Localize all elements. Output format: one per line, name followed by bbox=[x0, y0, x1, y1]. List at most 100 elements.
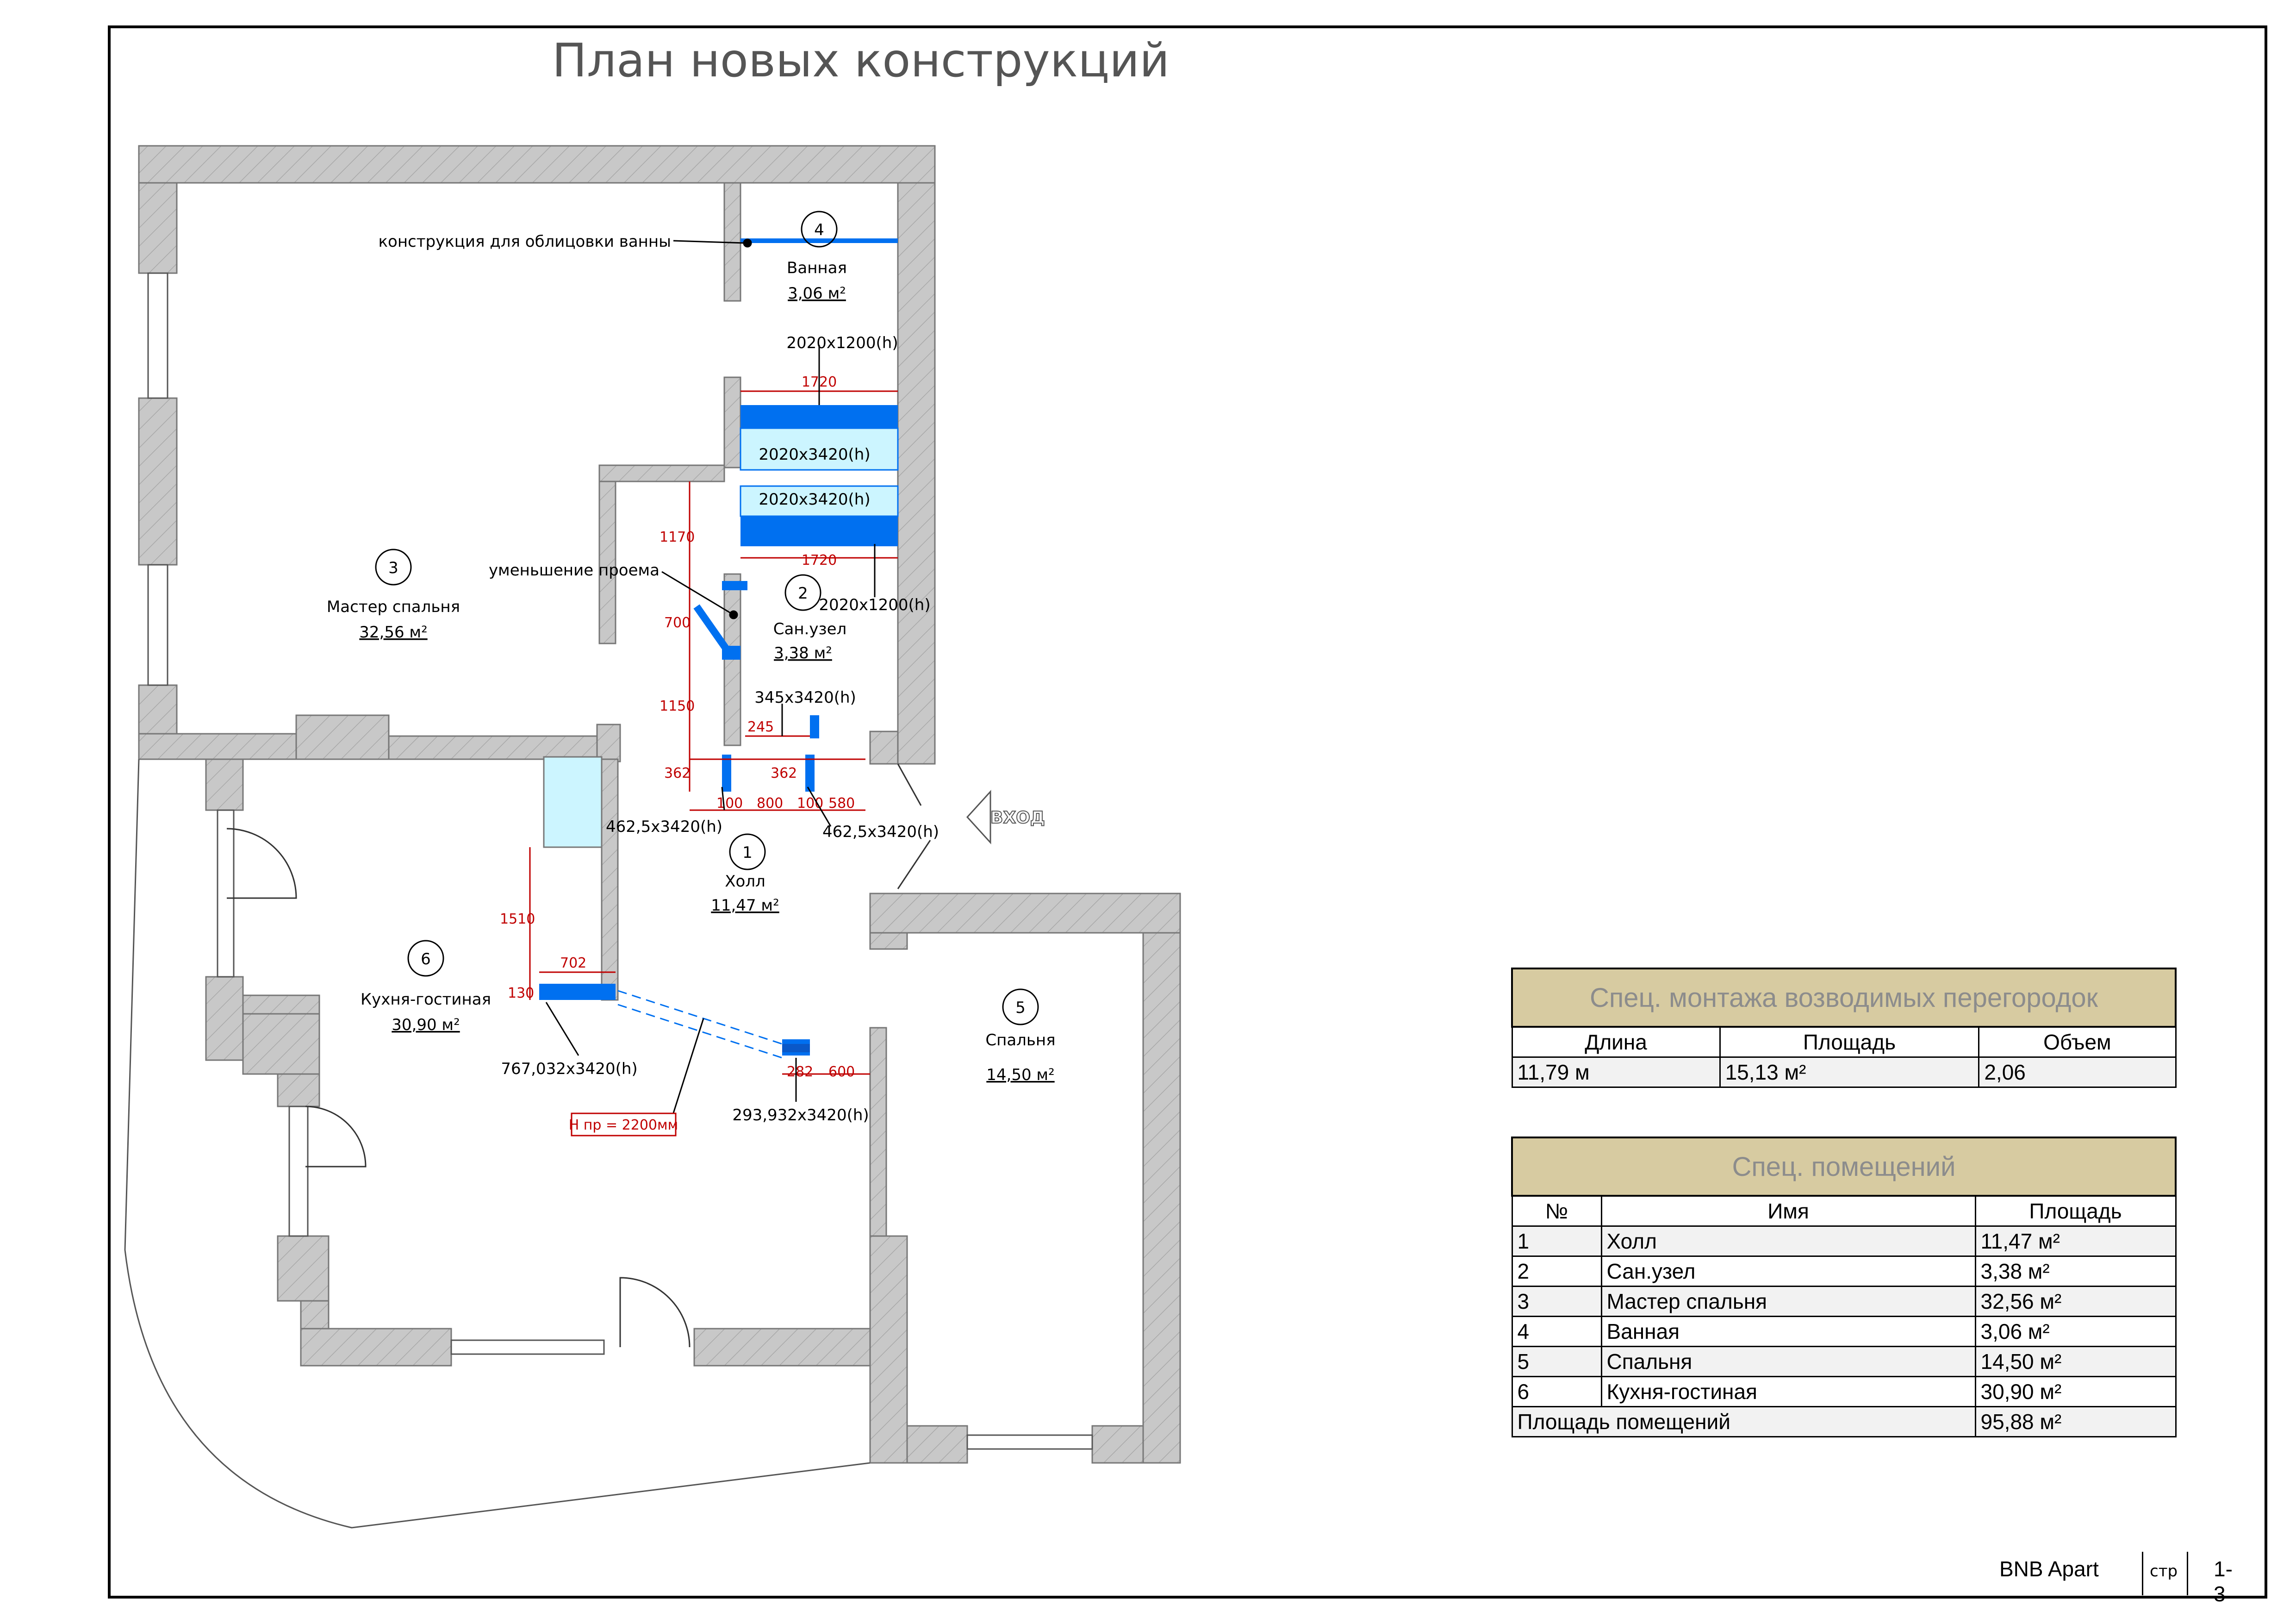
project-name: BNB Apart bbox=[1999, 1557, 2099, 1581]
entrance-arrow-icon bbox=[966, 790, 991, 844]
opening-height-label: Н пр = 2200мм bbox=[569, 1117, 678, 1133]
table-row: 1 Холл 11,47 м² bbox=[1511, 1225, 2177, 1257]
room-3-num: 3 bbox=[388, 559, 398, 577]
room-tags bbox=[375, 211, 1039, 1025]
room-6-area: 30,90 м² bbox=[392, 1016, 460, 1034]
dim-800: 800 bbox=[757, 795, 783, 812]
row-number: 5 bbox=[1511, 1346, 1602, 1377]
sheet-number: 1-3 bbox=[2214, 1557, 2233, 1606]
windows bbox=[147, 272, 1093, 1450]
col-volume: Объем bbox=[1978, 1026, 2177, 1058]
row-name: Спальня bbox=[1600, 1346, 1976, 1377]
row-number: 2 bbox=[1511, 1255, 1602, 1287]
dim-100-left: 100 bbox=[716, 795, 743, 812]
partition-label-6: 462,5x3420(h) bbox=[606, 818, 722, 836]
partition-label-5: 345x3420(h) bbox=[754, 688, 856, 707]
row-area: 11,47 м² bbox=[1974, 1225, 2177, 1257]
room-4-area: 3,06 м² bbox=[788, 284, 846, 303]
row-name: Ванная bbox=[1600, 1316, 1976, 1347]
room-3-area: 32,56 м² bbox=[359, 623, 427, 642]
dim-245: 245 bbox=[747, 719, 774, 735]
partition-label-9: 293,932x3420(h) bbox=[732, 1106, 869, 1124]
new-partitions bbox=[539, 238, 899, 1059]
col-name: Имя bbox=[1600, 1195, 1976, 1227]
row-name: Холл bbox=[1600, 1225, 1976, 1257]
room-5-name: Спальня bbox=[985, 1031, 1055, 1049]
partition-label-7: 462,5x3420(h) bbox=[822, 823, 939, 841]
partition-label-8: 767,032x3420(h) bbox=[501, 1060, 637, 1078]
table-row: 2 Сан.узел 3,38 м² bbox=[1511, 1255, 2177, 1287]
dim-702: 702 bbox=[560, 955, 586, 971]
label-opening-reduction: уменьшение проема bbox=[489, 561, 660, 580]
room-6-num: 6 bbox=[421, 950, 431, 968]
row-name: Кухня-гостиная bbox=[1600, 1376, 1976, 1407]
room-2-num: 2 bbox=[798, 584, 808, 603]
dim-1170: 1170 bbox=[660, 529, 695, 545]
room-6-name: Кухня-гостиная bbox=[361, 990, 491, 1009]
page-title: План новых конструкций bbox=[552, 33, 1170, 87]
table-row: 3 Мастер спальня 32,56 м² bbox=[1511, 1286, 2177, 1317]
value-length: 11,79 м bbox=[1511, 1056, 1721, 1088]
dim-362-right: 362 bbox=[771, 765, 797, 781]
partition-label-3: 2020x3420(h) bbox=[759, 490, 870, 509]
dim-100-right: 100 bbox=[797, 795, 823, 812]
row-name: Мастер спальня bbox=[1600, 1286, 1976, 1317]
room-3-name: Мастер спальня bbox=[327, 598, 460, 616]
leader-lines bbox=[545, 238, 876, 1121]
partitions-spec-table: Спец. монтажа возводимых перегородок Дли… bbox=[1511, 968, 2177, 1088]
col-area: Площадь bbox=[1719, 1026, 1980, 1058]
table-row: 4 Ванная 3,06 м² bbox=[1511, 1316, 2177, 1347]
dim-600: 600 bbox=[828, 1064, 855, 1080]
row-area: 30,90 м² bbox=[1974, 1376, 2177, 1407]
room-2-name: Сан.узел bbox=[773, 620, 846, 638]
dim-130: 130 bbox=[508, 985, 534, 1001]
opening-height-box bbox=[571, 1112, 677, 1137]
row-area: 3,06 м² bbox=[1974, 1316, 2177, 1347]
doors bbox=[226, 763, 931, 1348]
room-2-area: 3,38 м² bbox=[774, 644, 832, 662]
rooms-spec-table: Спец. помещений № Имя Площадь 1 Холл 11,… bbox=[1511, 1137, 2177, 1437]
dim-362-left: 362 bbox=[664, 765, 691, 781]
row-number: 4 bbox=[1511, 1316, 1602, 1347]
row-number: 1 bbox=[1511, 1225, 1602, 1257]
title-block-divider bbox=[2142, 1552, 2143, 1595]
partitions-spec-title: Спец. монтажа возводимых перегородок bbox=[1511, 968, 2177, 1028]
label-bath-frame: конструкция для облицовки ванны bbox=[378, 232, 671, 251]
room-1-name: Холл bbox=[725, 872, 765, 891]
col-number: № bbox=[1511, 1195, 1602, 1227]
partition-label-1: 2020x1200(h) bbox=[786, 334, 898, 352]
row-area: 3,38 м² bbox=[1974, 1255, 2177, 1287]
col-length: Длина bbox=[1511, 1026, 1721, 1058]
col-room-area: Площадь bbox=[1974, 1195, 2177, 1227]
total-label: Площадь помещений bbox=[1511, 1406, 1976, 1437]
walls bbox=[138, 145, 1181, 1464]
row-number: 3 bbox=[1511, 1286, 1602, 1317]
room-5-area: 14,50 м² bbox=[986, 1066, 1054, 1084]
value-area: 15,13 м² bbox=[1719, 1056, 1980, 1088]
partition-label-2: 2020x3420(h) bbox=[759, 445, 870, 464]
dim-1510: 1510 bbox=[500, 911, 535, 927]
total-row: Площадь помещений 95,88 м² bbox=[1511, 1406, 2177, 1437]
partition-label-4: 2020x1200(h) bbox=[819, 596, 930, 614]
site-boundary bbox=[124, 759, 871, 1529]
row-name: Сан.узел bbox=[1600, 1255, 1976, 1287]
room-4-num: 4 bbox=[814, 221, 824, 239]
sheet-label: стр bbox=[2150, 1562, 2178, 1580]
row-area: 14,50 м² bbox=[1974, 1346, 2177, 1377]
room-5-num: 5 bbox=[1015, 999, 1026, 1017]
dim-580: 580 bbox=[828, 795, 855, 812]
entrance-label: ВХОД bbox=[990, 808, 1045, 827]
dim-282: 282 bbox=[787, 1064, 813, 1080]
total-value: 95,88 м² bbox=[1974, 1406, 2177, 1437]
title-block-divider-2 bbox=[2187, 1552, 2188, 1595]
dim-1720-bottom: 1720 bbox=[802, 552, 837, 568]
table-row: 6 Кухня-гостиная 30,90 м² bbox=[1511, 1376, 2177, 1407]
table-row: 5 Спальня 14,50 м² bbox=[1511, 1346, 2177, 1377]
room-1-area: 11,47 м² bbox=[711, 896, 779, 915]
rooms-spec-title: Спец. помещений bbox=[1511, 1137, 2177, 1197]
value-volume: 2,06 bbox=[1978, 1056, 2177, 1088]
dim-1150: 1150 bbox=[660, 698, 695, 714]
row-area: 32,56 м² bbox=[1974, 1286, 2177, 1317]
room-4-name: Ванная bbox=[787, 259, 847, 277]
